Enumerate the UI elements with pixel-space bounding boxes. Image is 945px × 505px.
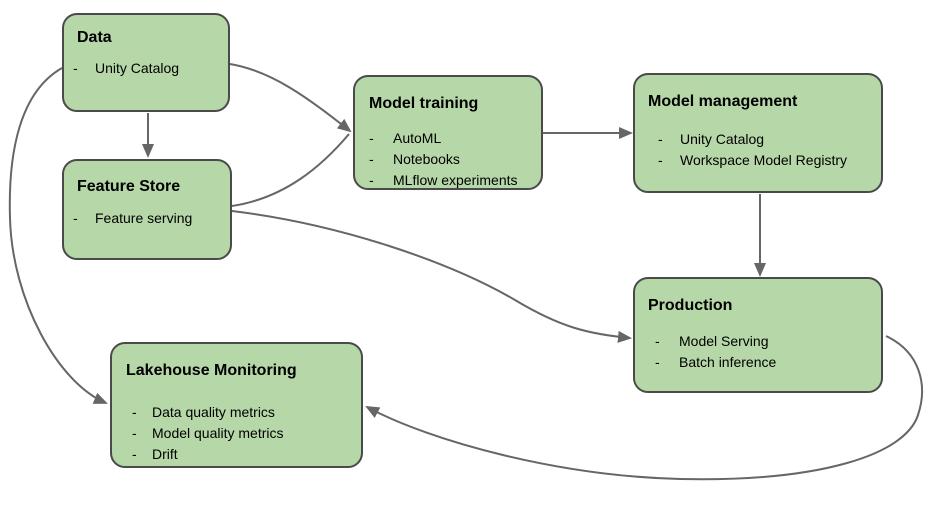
- node-item-label: Feature serving: [95, 210, 193, 226]
- node-item-label: Data quality metrics: [152, 404, 275, 420]
- node-item-label: Model Serving: [679, 333, 769, 349]
- node-title: Data: [77, 29, 112, 46]
- node-item-label: Workspace Model Registry: [680, 152, 848, 168]
- node-title: Feature Store: [77, 178, 181, 195]
- dash-bullet: -: [369, 172, 374, 188]
- node-lakehouse-monitoring: Lakehouse Monitoring - Data quality metr…: [110, 342, 363, 468]
- node-item: - Notebooks: [369, 149, 533, 170]
- dash-bullet: -: [369, 130, 374, 146]
- node-title: Production: [648, 297, 733, 314]
- node-item: - Workspace Model Registry: [648, 150, 873, 171]
- node-title: Lakehouse Monitoring: [126, 362, 297, 379]
- node-title: Model management: [648, 93, 798, 110]
- node-data: Data - Unity Catalog: [62, 13, 230, 112]
- dash-bullet: -: [132, 425, 137, 441]
- edge-data-to-model-training: [229, 63, 352, 133]
- node-item: - MLflow experiments: [369, 170, 533, 191]
- node-production: Production - Model Serving - Batch infer…: [633, 277, 883, 393]
- node-item: - Drift: [126, 444, 353, 465]
- node-item-label: Model quality metrics: [152, 425, 284, 441]
- node-item-list: - AutoML - Notebooks - MLflow experiment…: [369, 128, 533, 191]
- node-item-label: AutoML: [393, 130, 442, 146]
- node-model-management: Model management - Unity Catalog - Works…: [633, 73, 883, 193]
- node-item-label: Unity Catalog: [95, 60, 180, 76]
- node-item-list: - Data quality metrics - Model quality m…: [126, 402, 353, 465]
- node-item: - Batch inference: [648, 352, 873, 373]
- dash-bullet: -: [369, 151, 374, 167]
- dash-bullet: -: [132, 446, 137, 462]
- node-item: - Model Serving: [648, 331, 873, 352]
- node-item-label: Batch inference: [679, 354, 777, 370]
- dash-bullet: -: [655, 354, 660, 370]
- node-item: - Feature serving: [73, 208, 222, 229]
- node-item: - Unity Catalog: [648, 129, 873, 150]
- node-item-label: MLflow experiments: [393, 172, 518, 188]
- node-item-list: - Model Serving - Batch inference: [648, 331, 873, 373]
- node-item-label: Drift: [152, 446, 178, 462]
- dash-bullet: -: [73, 60, 78, 76]
- node-item-list: - Unity Catalog - Workspace Model Regist…: [648, 129, 873, 171]
- node-title: Model training: [369, 95, 479, 112]
- edge-feature-store-to-model-training: [231, 133, 350, 207]
- dash-bullet: -: [658, 131, 663, 147]
- node-item: - Model quality metrics: [126, 423, 353, 444]
- dash-bullet: -: [655, 333, 660, 349]
- edge-data-to-lakehouse-monitoring: [8, 67, 108, 404]
- node-item-list: - Unity Catalog: [73, 58, 220, 79]
- dash-bullet: -: [132, 404, 137, 420]
- node-item-label: Notebooks: [393, 151, 460, 167]
- edge-feature-store-to-production: [231, 210, 632, 343]
- node-item: - Unity Catalog: [73, 58, 220, 79]
- node-item-label: Unity Catalog: [680, 131, 765, 147]
- node-item: - Data quality metrics: [126, 402, 353, 423]
- edge-production-to-lakehouse-monitoring: [365, 335, 924, 481]
- node-model-training: Model training - AutoML - Notebooks - ML…: [353, 75, 543, 190]
- node-feature-store: Feature Store - Feature serving: [62, 159, 232, 260]
- dash-bullet: -: [73, 210, 78, 226]
- node-item-list: - Feature serving: [73, 208, 222, 229]
- node-item: - AutoML: [369, 128, 533, 149]
- dash-bullet: -: [658, 152, 663, 168]
